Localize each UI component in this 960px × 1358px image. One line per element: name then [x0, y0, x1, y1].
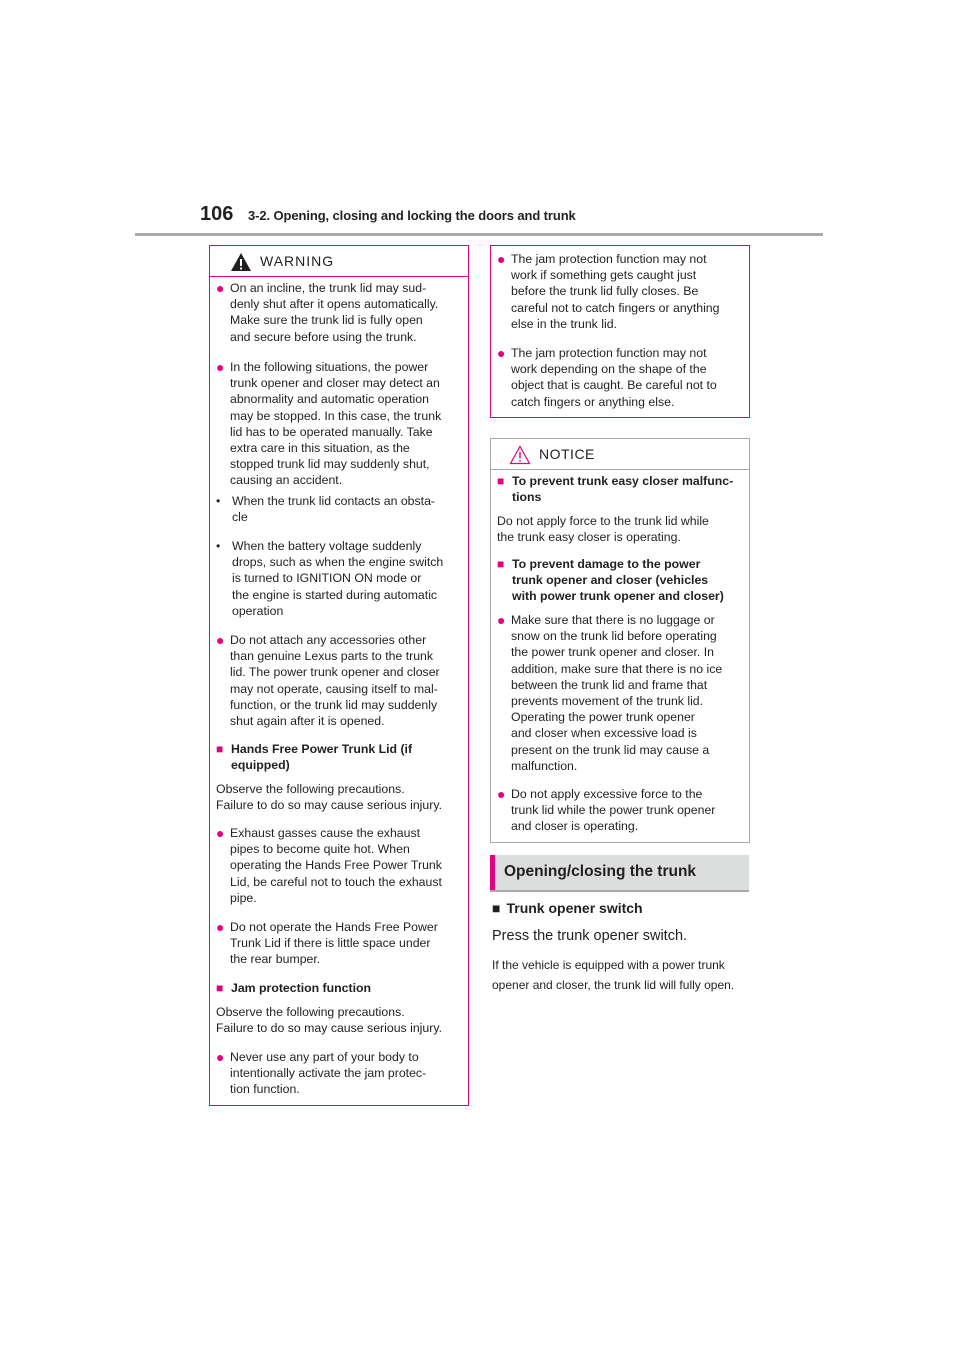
warning-subheading: ■ Hands Free Power Trunk Lid (if equippe…	[216, 742, 413, 773]
notice-subheading: ■ To prevent trunk easy closer malfunc- …	[497, 474, 734, 505]
section-bar: Opening/closing the trunk	[490, 855, 749, 892]
bullet-icon: ●	[497, 612, 506, 628]
warning-bullet: ● On an incline, the trunk lid may sud- …	[216, 280, 439, 344]
notice-title: NOTICE	[539, 446, 595, 462]
trunk-switch-heading: ■Trunk opener switch	[492, 900, 643, 916]
notice-header: NOTICE	[491, 439, 749, 470]
dot-icon: •	[216, 494, 221, 508]
notice-bullet: ● Make sure that there is no luggage or …	[497, 612, 723, 773]
warning-paragraph: Observe the following precautions. Failu…	[216, 782, 442, 813]
warning-header: WARNING	[210, 246, 468, 277]
bullet-icon: ●	[216, 825, 225, 841]
warning-bullet: ● Do not attach any accessories other th…	[216, 632, 440, 729]
warning-sub-item: • When the battery voltage suddenly drop…	[216, 539, 444, 618]
warning-paragraph: Observe the following precautions. Failu…	[216, 1005, 442, 1036]
square-icon: ■	[497, 474, 505, 488]
section-bar-accent	[490, 855, 495, 890]
warning-bullet: ● Exhaust gasses cause the exhaust pipes…	[216, 825, 442, 905]
dot-icon: •	[216, 539, 221, 553]
section-title: 3-2. Opening, closing and locking the do…	[248, 208, 576, 223]
warning-bullet: ● Do not operate the Hands Free Power Tr…	[216, 919, 438, 967]
notice-paragraph: Do not apply force to the trunk lid whil…	[497, 514, 709, 545]
bullet-icon: ●	[216, 632, 225, 648]
page-number: 106	[200, 203, 234, 225]
square-icon: ■	[216, 742, 224, 756]
trunk-switch-note: If the vehicle is equipped with a power …	[492, 958, 735, 992]
square-icon: ■	[492, 900, 501, 916]
section-bar-title: Opening/closing the trunk	[504, 863, 697, 880]
warning-subheading: ■ Jam protection function	[216, 981, 372, 995]
notice-box: NOTICE ■ To prevent trunk easy closer ma…	[490, 438, 750, 843]
notice-triangle-icon	[509, 445, 531, 465]
header-rule	[135, 233, 823, 236]
bullet-icon: ●	[497, 251, 506, 267]
bullet-icon: ●	[216, 919, 225, 935]
warning-bullet: ● The jam protection function may not wo…	[497, 345, 717, 409]
warning-bullet: ● Never use any part of your body to int…	[216, 1049, 427, 1097]
warning-title: WARNING	[260, 253, 335, 269]
warning-box: WARNING ● On an incline, the trunk lid m…	[209, 245, 469, 1106]
square-icon: ■	[216, 981, 224, 995]
square-icon: ■	[497, 557, 505, 571]
warning-bullet: ● In the following situations, the power…	[216, 359, 442, 488]
page-header: 106 3-2. Opening, closing and locking th…	[200, 203, 820, 233]
warning-continued-box: ● The jam protection function may not wo…	[490, 245, 750, 418]
warning-bullet: ● The jam protection function may not wo…	[497, 251, 720, 331]
bullet-icon: ●	[497, 786, 506, 802]
trunk-switch-instruction: Press the trunk opener switch.	[492, 928, 688, 944]
bullet-icon: ●	[216, 359, 225, 375]
bullet-icon: ●	[497, 345, 506, 361]
bullet-icon: ●	[216, 280, 225, 296]
bullet-icon: ●	[216, 1049, 225, 1065]
notice-subheading: ■ To prevent damage to the power trunk o…	[497, 557, 724, 604]
notice-bullet: ● Do not apply excessive force to the tr…	[497, 786, 716, 834]
warning-sub-item: • When the trunk lid contacts an obsta- …	[216, 494, 436, 525]
warning-triangle-icon	[231, 253, 251, 271]
